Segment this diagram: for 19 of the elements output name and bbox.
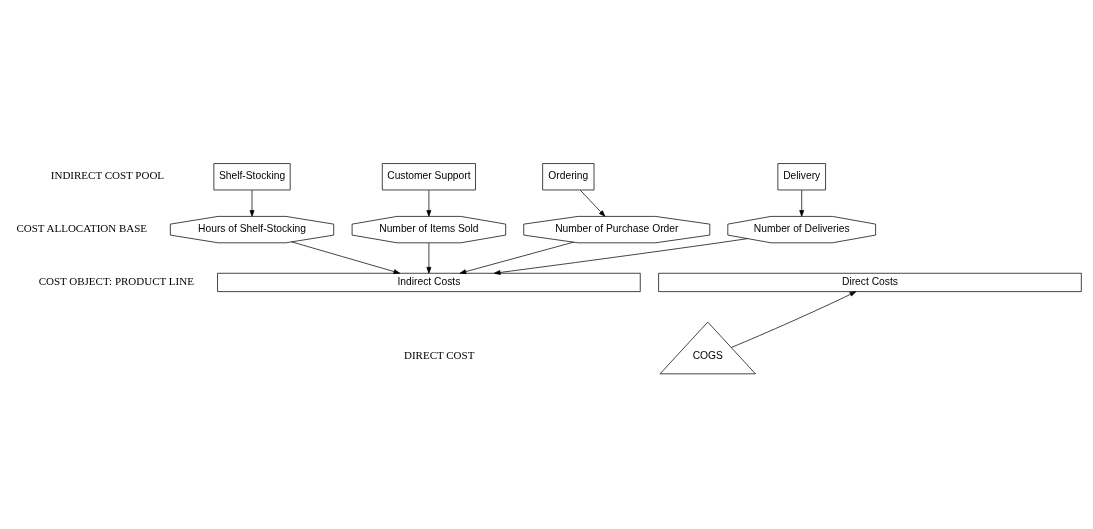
arrow [291,241,401,274]
label: COST ALLOCATION BASE [16,221,148,234]
arrow [799,189,805,217]
node-box: Customer Support [381,162,476,190]
arrow [459,241,574,274]
arrow [493,237,748,275]
arrow [579,189,606,217]
node-box: Indirect Costs [217,272,641,292]
arrow [731,290,857,348]
node-box: Ordering [542,162,595,190]
label: DIRECT COST [403,348,475,361]
label: COST OBJECT: PRODUCT LINE [38,274,194,287]
arrow [249,189,255,217]
node-box: Direct Costs [658,272,1082,292]
arrow [426,189,432,217]
label: INDIRECT COST POOL [50,168,165,181]
node-box: Delivery [777,162,826,190]
arrow [426,242,432,274]
node-box: Shelf-Stocking [213,162,291,190]
